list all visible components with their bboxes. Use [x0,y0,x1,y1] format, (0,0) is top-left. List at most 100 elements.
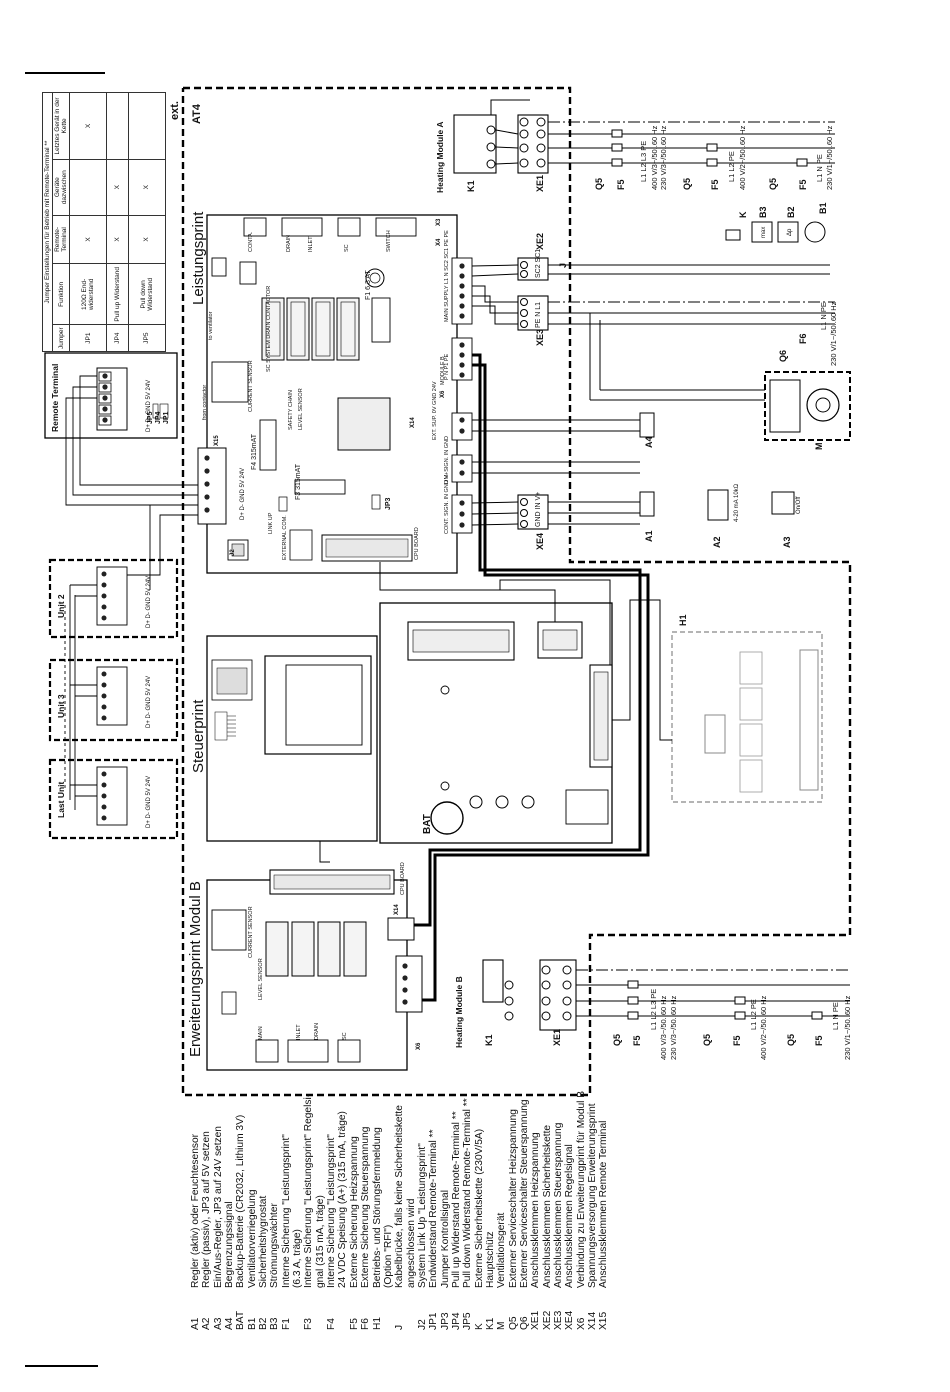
legend-code: A4 [224,1317,236,1330]
legend-code: JP1 [428,1312,440,1330]
steuer-links [319,562,672,863]
legend-description: Sicherheitshygrostat [258,1195,270,1288]
legend-description: Backup-Batterie (CR2032, Lithium 3V) [235,1114,247,1288]
jumper-table-header: Letztes Gerät in der Kette [52,92,70,160]
legend-code: X15 [598,1311,610,1330]
label-cont-sign: CONT. SIGN. IN GND V+ [444,472,450,534]
label-b1: B1 [818,202,828,214]
label-x6: X6 [440,390,446,398]
label-xe3: XE3 [535,329,545,346]
label-j2: J2 [230,549,236,556]
label-drain: DRAIN [286,235,292,252]
legend-description: Interne Sicherung "Leistungsprint" Regel… [303,1093,315,1288]
label-bat: BAT [422,814,433,834]
erweiterungsprint-board [206,869,423,1071]
table-cell [106,92,129,160]
label-from-contactor: from contactor [202,385,208,420]
legend-code: F1 [280,1318,292,1330]
label-q5-a3: Q5 [768,178,778,190]
label-module-b: MODULE B [440,356,446,385]
legend-code: A2 [201,1317,213,1330]
legend-code: JP4 [450,1312,462,1330]
jumper-table-title: Jumper Einstellungen für Betrieb mit Rem… [42,92,53,352]
label-x6-b: X6 [416,1042,422,1050]
legend-code: H1 [371,1316,383,1330]
label-a3: A3 [782,536,792,548]
label-l1l2pe-b: L1 L2 PE [749,999,758,1030]
label-x6-terms: P N P1 PE [444,353,450,380]
table-cell: X [69,215,107,264]
label-jp4-remote: JP4 [155,411,162,424]
label-supply-230-1-b: 230 V/1~/50..60 Hz [843,995,852,1060]
label-max: max [761,227,767,238]
label-k1-b: K1 [484,1034,494,1046]
legend-code: XE1 [530,1310,542,1330]
label-a4: A4 [644,436,654,448]
legend-row: gnal (315 mA, träge) [315,1091,326,1330]
label-f6: F6 [798,333,808,344]
xe2-xe3-terminals [517,257,549,530]
legend-code: Q6 [518,1316,530,1330]
label-sc: SC [344,244,350,252]
label-main-supply: MAIN SUPPLY L1 N SC2 SC1 PE PE [444,230,450,322]
label-x15-last: D+ D- GND 5V 24V [146,776,152,828]
label-leistungsprint: Leistungsprint [190,211,207,305]
label-f5-a2: F5 [710,179,720,190]
label-k: K [738,211,748,218]
label-sc-b: SC [342,1032,348,1040]
label-supply-230-3: 230 V/3~/50..60 Hz [659,125,668,190]
label-x3: X3 [436,218,442,226]
label-a2-range: 4-20 mA 10kΩ [734,483,740,522]
unit-terminal-screws [101,571,107,821]
jumper-table-header: Jumper [52,324,70,352]
label-f1: F1 6.3 AT [365,269,372,300]
legend-row: (6.3 A, träge) [292,1091,303,1330]
label-l1l2l3pe-b: L1 L2 L3 PE [649,989,658,1030]
legend-description: Anschlussklemmen Regelsignal [564,1144,576,1288]
housing-outline [181,86,852,1097]
label-level-sensor: LEVEL SENSOR [298,388,304,430]
jumper-table-header: Remote-Terminal [52,215,70,264]
jumper-settings-table: Jumper Einstellungen für Betrieb mit Rem… [42,92,166,352]
table-cell: X [69,92,107,160]
legend-code: A3 [212,1317,224,1330]
label-x14-b: X14 [394,904,400,915]
legend-code: XE2 [541,1310,553,1330]
legend-description: (6.3 A, träge) [292,1229,304,1288]
legend-description: Jumper Kontrollsignal [439,1190,451,1288]
control-lines [471,264,835,526]
label-jp1-remote: JP1 [163,411,170,424]
legend-code: K1 [484,1317,496,1330]
legend-description: Ventilationsgerät [496,1212,508,1288]
label-supply-230-1: 230 V/1~/50..60 Hz [825,125,834,190]
label-ext: ext. [169,101,181,120]
legend-description: Externe Sicherheitskette (230V/5A) [473,1128,485,1288]
label-q6: Q6 [778,350,788,362]
legend-code: J [394,1324,406,1330]
fuses-q5-f5-b [627,980,823,1020]
label-f5-b2: F5 [732,1035,742,1046]
unit-boxes [48,558,179,840]
legend-description: Anschlussklemmen Heizspannung [530,1132,542,1288]
legend-row: angeschlossen wird [406,1091,417,1330]
legend-description: Betriebs- und Störungsfernmeldung [371,1127,383,1288]
label-x15-unit2: D+ D- GND 5V 24V [146,576,152,628]
legend-description: Anschlussklemmen Remote Terminal [598,1120,610,1288]
label-xe3-terms: PE N L1 [535,302,542,328]
heating-module-a [453,114,549,174]
legend-code: X14 [587,1311,599,1330]
label-unit2: Unit 2 [56,594,66,618]
leistungsprint-board [197,214,473,574]
legend-code: B3 [269,1317,281,1330]
